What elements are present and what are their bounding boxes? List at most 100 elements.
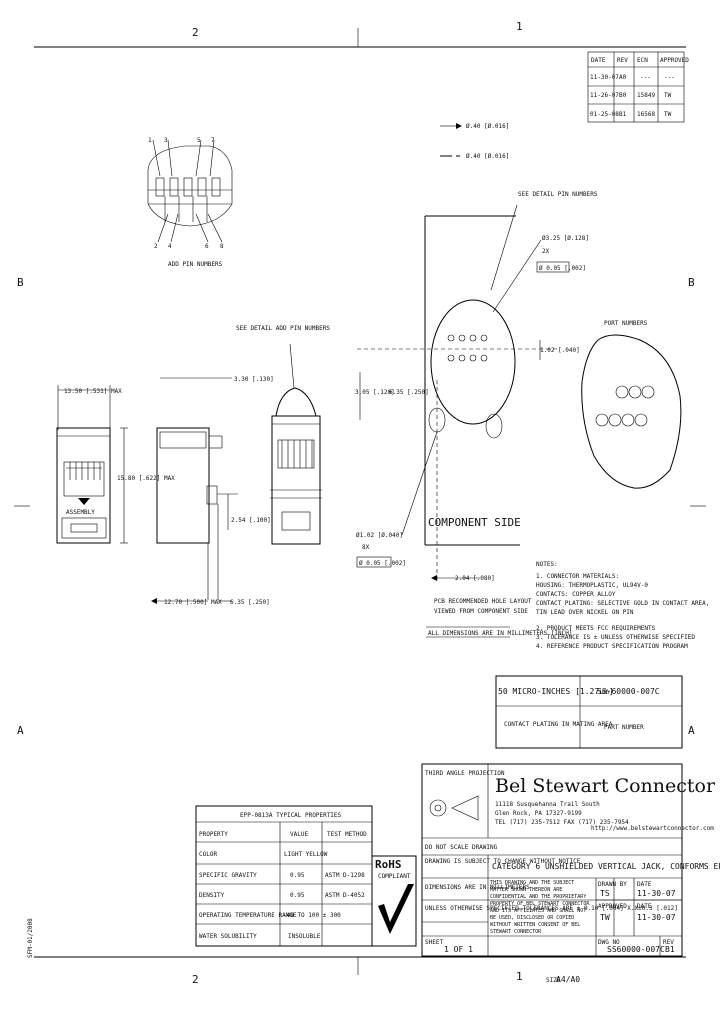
dim-center: 3.05 [.120] [355,389,395,396]
approved-value: TW [600,913,610,922]
pcb-hole-thru: 2X [542,248,550,255]
pcb-tolerance-box-2: Ø 0.05 [.002] [359,560,406,567]
dim-width-max: 13.50 [.531] MAX [64,388,122,395]
zone-markers: 2 1 2 1 B B A A [17,20,695,986]
dim-depth-label: 3.30 [.130] [234,376,274,383]
pcb-hole-size: Ø3.25 [Ø.128] [542,235,589,242]
rev-row-2-date: 11-26-07 [590,92,619,99]
prop-row-4-name: OPERATING TEMPERATURE RANGE [199,912,297,919]
part-number-label: PART NUMBER [604,724,644,731]
prop-row-3-value: 0.95 [290,892,305,899]
size-label: SIZE [546,977,561,984]
rev-header-rev: REV [617,57,628,64]
rev-value: B1 [665,945,675,954]
drawn-by-label: DRAWN BY [598,881,627,888]
note-1c: CONTACT PLATING: SELECTIVE GOLD IN CONTA… [536,600,709,607]
approved-date-label: DATE [637,903,652,910]
front-view: 13.50 [.531] MAX ASSEMBLY 15.80 [.622] M… [56,385,175,544]
confidential-block: THIS DRAWING AND THE SUBJECT MATTER SHOW… [490,880,590,935]
zone-top-left: 2 [192,26,199,39]
rev-row-2-approved: TW [664,92,672,99]
hole-legend: Ø.40 [Ø.016] Ø.40 [Ø.016] [440,123,509,160]
zone-left-upper: B [17,276,24,289]
projection-label: THIRD ANGLE PROJECTION [425,770,505,777]
pcb-layout: 3.05 [.120] 6.35 [.250] 1.02 [.040] SEE … [355,191,598,582]
tolerance-note: UNLESS OTHERWISE SPECIFIED TOLERANCES AR… [425,905,678,912]
zone-left-lower: A [17,724,24,737]
properties-header-method: TEST METHOD [327,831,367,838]
dim-bottom-2: 6.35 [.250] [230,599,270,606]
note-4: 4. REFERENCE PRODUCT SPECIFICATION PROGR… [536,643,688,650]
approved-date-value: 11-30-07 [637,913,676,922]
dwg-value: SS60000-007C [607,945,665,954]
component-side-label: COMPONENT SIDE [428,516,521,529]
rev-header-approved: APPROVED [660,57,689,64]
drawn-date-label: DATE [637,881,652,888]
zone-top-right: 1 [516,20,523,33]
dim-hole-2: Ø1.02 [Ø.040] [356,532,403,539]
drawing-frame [14,28,706,975]
prop-row-2-name: SPECIFIC GRAVITY [199,872,257,879]
dim-height-max: 15.80 [.622] MAX [117,475,175,482]
pin-number-4: 4 [168,243,172,250]
zone-right-lower: A [688,724,695,737]
rev-label: REV [663,939,674,946]
note-1a: HOUSING: THERMOPLASTIC, UL94V-0 [536,582,648,589]
pcb-tolerance-box: Ø 0.05 [.002] [539,265,586,272]
size-value: A4/A0 [556,975,580,984]
port-numbers: PORT NUMBERS [581,320,682,489]
company-address-2: Glen Rock, PA 17327-9199 [495,810,582,817]
rev-header-date: DATE [591,57,606,64]
properties-table: EPP-0813A TYPICAL PROPERTIES PROPERTY VA… [195,805,373,947]
sheet-value: 1 OF 1 [444,945,473,954]
properties-header-property: PROPERTY [199,831,228,838]
margin-code: SFM-01/2008 [27,918,34,958]
dim-pitch: 1.02 [.040] [540,347,580,354]
rev-row-1-rev: A0 [619,74,627,81]
rev-header-ecn: ECN [637,57,648,64]
prop-row-2-method: ASTM D-1298 [325,872,365,879]
title-block: THIRD ANGLE PROJECTION Bel Stewart Conne… [421,763,720,984]
rev-row-3-date: 01-25-08 [590,111,619,118]
note-1b: CONTACTS: COPPER ALLOY [536,591,616,598]
notes: NOTES: 1. CONNECTOR MATERIALS: HOUSING: … [536,561,709,650]
part-box: 50 MICRO-INCHES [1.27um] SS-60000-007C C… [495,675,683,749]
prop-row-5-value: INSOLUBLE [288,933,321,940]
pin-detail-label: ADD PIN NUMBERS [168,261,223,268]
part-number-value: SS-60000-007C [597,687,660,696]
checkmark-icon [378,884,414,934]
prop-row-4-value: -40 TO 100 ± 300 [283,912,341,919]
pcb-tolerance-note: ALL DIMENSIONS ARE IN MILLIMETERS [INCH] [428,630,573,637]
pin-number-1: 1 [148,137,152,144]
pcb-note-line-1: PCB RECOMMENDED HOLE LAYOUT [434,598,532,605]
prop-row-1-value: LIGHT YELLOW [284,851,328,858]
dwg-label: DWG NO [598,939,620,946]
see-detail-pin-numbers: SEE DETAIL PIN NUMBERS [518,191,598,198]
properties-header-value: VALUE [290,831,308,838]
front-view-mark: ASSEMBLY [66,509,95,516]
dim-hole-2b: 8X [362,544,370,551]
company-website: http://www.belstewartconnector.com [591,825,714,832]
contact-plating-value: 50 MICRO-INCHES [1.27um] [498,687,614,696]
prop-row-1-name: COLOR [199,851,217,858]
rev-row-3-ecn: 16568 [637,111,655,118]
rohs-mark: RoHS COMPLIANT [371,855,417,947]
rev-row-1-approved: --- [664,74,675,81]
dim-center-2: 6.35 [.250] [389,389,429,396]
legend-plated: Ø.40 [Ø.016] [466,153,509,160]
see-detail-add-pin-numbers: SEE DETAIL ADD PIN NUMBERS [236,325,330,332]
revision-table: DATE REV ECN APPROVED 11-30-07 A0 --- --… [587,51,689,123]
rear-view: SEE DETAIL ADD PIN NUMBERS [236,325,330,545]
port-numbers-title: PORT NUMBERS [604,320,648,327]
sheet-label: SHEET [425,939,443,946]
prop-row-5-name: WATER SOLUBILITY [199,933,257,940]
pcb-notes: PCB RECOMMENDED HOLE LAYOUT VIEWED FROM … [426,598,573,638]
zone-bottom-left: 2 [192,973,199,986]
zone-right-upper: B [688,276,695,289]
confidential-text: THIS DRAWING AND THE SUBJECT MATTER SHOW… [490,880,590,935]
prop-row-3-name: DENSITY [199,892,225,899]
company-address-1: 11118 Susquehanna Trail South [495,801,600,808]
dim-pitch-2: 2.04 [.080] [455,575,495,582]
drawing-title: CATEGORY 6 UNSHIELDED VERTICAL JACK, CON… [492,862,720,871]
